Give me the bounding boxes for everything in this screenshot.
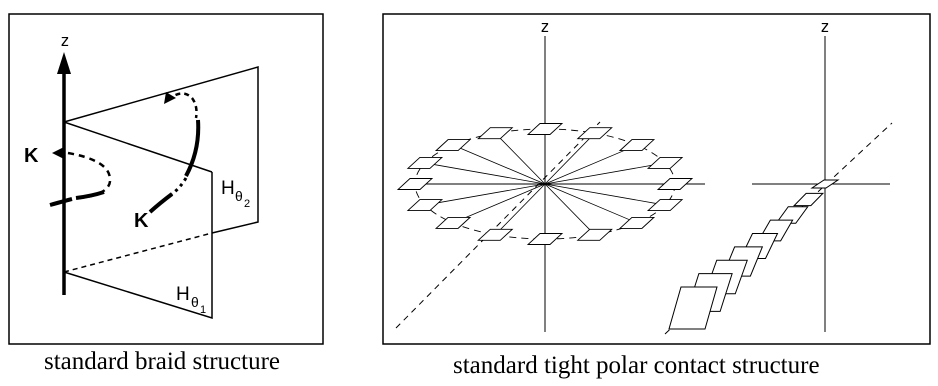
knot-label-left: K xyxy=(24,145,39,167)
tilting-contact-planes xyxy=(668,179,840,330)
svg-text:H: H xyxy=(176,284,190,305)
page-bottom xyxy=(63,172,213,320)
right-axis-z-label: z xyxy=(820,17,830,36)
page-top-fold xyxy=(63,121,213,173)
knot-arc-left-under xyxy=(75,190,105,200)
binding-axis-arrowhead xyxy=(57,52,71,74)
page-label-theta1: H θ 1 xyxy=(176,284,206,316)
knot-arc-right-lower xyxy=(148,192,174,214)
knot-left-arrowhead xyxy=(52,147,64,159)
svg-text:θ: θ xyxy=(235,188,243,204)
polar-contact-planes xyxy=(396,123,694,245)
braid-panel-frame xyxy=(8,13,324,345)
knot-label-bottom: K xyxy=(134,210,149,232)
braid-panel: z K K H θ 2 H θ 1 xyxy=(8,13,324,345)
svg-text:H: H xyxy=(221,178,235,199)
caption-braid: standard braid structure xyxy=(44,348,281,375)
knot-right-arrowhead xyxy=(164,92,176,104)
contact-panel: z z xyxy=(382,13,931,345)
svg-text:1: 1 xyxy=(200,304,206,316)
caption-contact: standard tight polar contact structure xyxy=(453,352,820,379)
page-top xyxy=(63,66,259,234)
braid-axis-label: z xyxy=(60,31,70,50)
knot-arc-left-solid xyxy=(49,197,73,207)
left-axis-system: z xyxy=(395,17,705,332)
knot-arc-left-dashed xyxy=(67,151,112,200)
left-axis-z-label: z xyxy=(540,17,550,36)
contact-panel-frame xyxy=(382,13,931,345)
page-label-theta2: H θ 2 xyxy=(221,178,250,210)
knot-arc-right-dashed xyxy=(167,92,198,119)
svg-text:θ: θ xyxy=(191,294,199,310)
polar-spokes xyxy=(415,129,675,239)
svg-text:2: 2 xyxy=(244,198,250,210)
knot-arc-right-solid xyxy=(184,119,201,177)
page-bottom-hidden-edge xyxy=(63,232,213,273)
knot-arc-right-dotted xyxy=(171,177,188,196)
right-axis-system: z xyxy=(664,17,893,335)
